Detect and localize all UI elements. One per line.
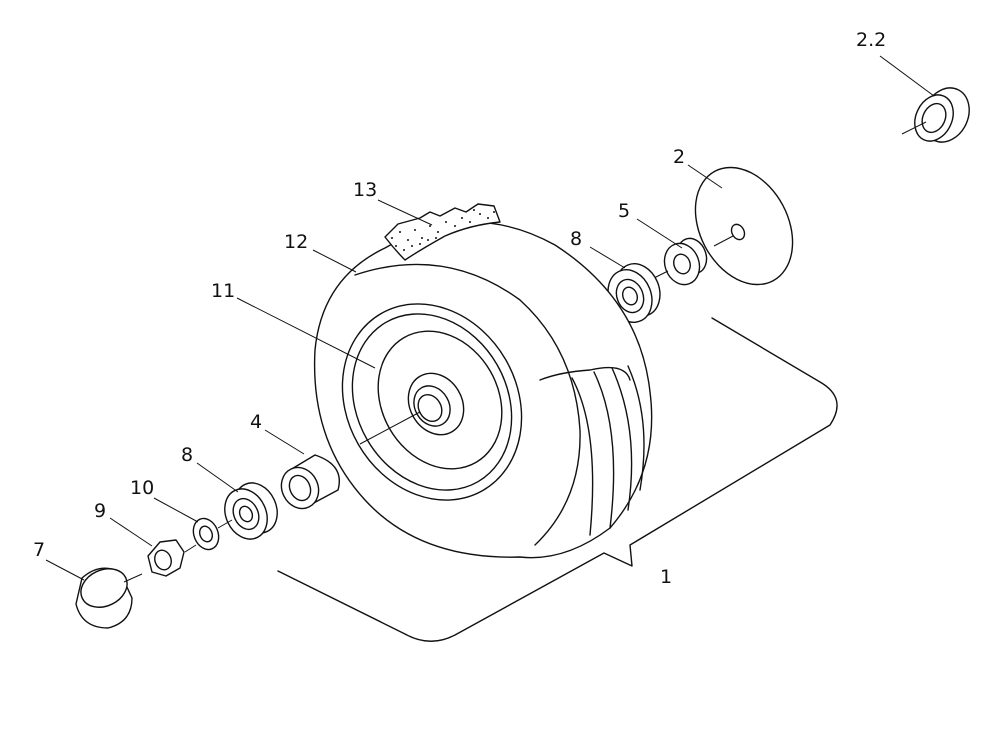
- part-11-rim: [341, 303, 523, 501]
- callout-4: 4: [250, 411, 262, 433]
- callout-13: 13: [353, 179, 377, 201]
- part-10-washer: [192, 517, 233, 551]
- callout-11: 11: [211, 280, 235, 302]
- callout-1: 1: [660, 566, 672, 588]
- callout-labels: 2.2 2 5 8 13 12 11 4 8 10 9 7 1: [33, 29, 886, 588]
- part-4-sleeve: [280, 454, 340, 510]
- callout-8-lower: 8: [181, 444, 193, 466]
- leader-lines: [45, 55, 935, 581]
- callout-9: 9: [94, 500, 106, 522]
- part-13-tread: [384, 203, 501, 261]
- part-2-disc: [694, 166, 794, 286]
- assembly-bracket: [277, 317, 838, 642]
- callout-2: 2: [673, 146, 685, 168]
- part-8-bearing-lower: [224, 482, 278, 540]
- part-7-cap: [75, 567, 143, 629]
- callout-8-upper: 8: [570, 228, 582, 250]
- callout-7: 7: [33, 539, 45, 561]
- callout-5: 5: [618, 200, 630, 222]
- part-5-bush: [649, 237, 708, 286]
- callout-12: 12: [284, 231, 308, 253]
- part-2-2-cap: [901, 87, 970, 143]
- callout-2-2: 2.2: [856, 29, 886, 51]
- part-9-nut: [147, 539, 197, 577]
- callout-10: 10: [130, 477, 154, 499]
